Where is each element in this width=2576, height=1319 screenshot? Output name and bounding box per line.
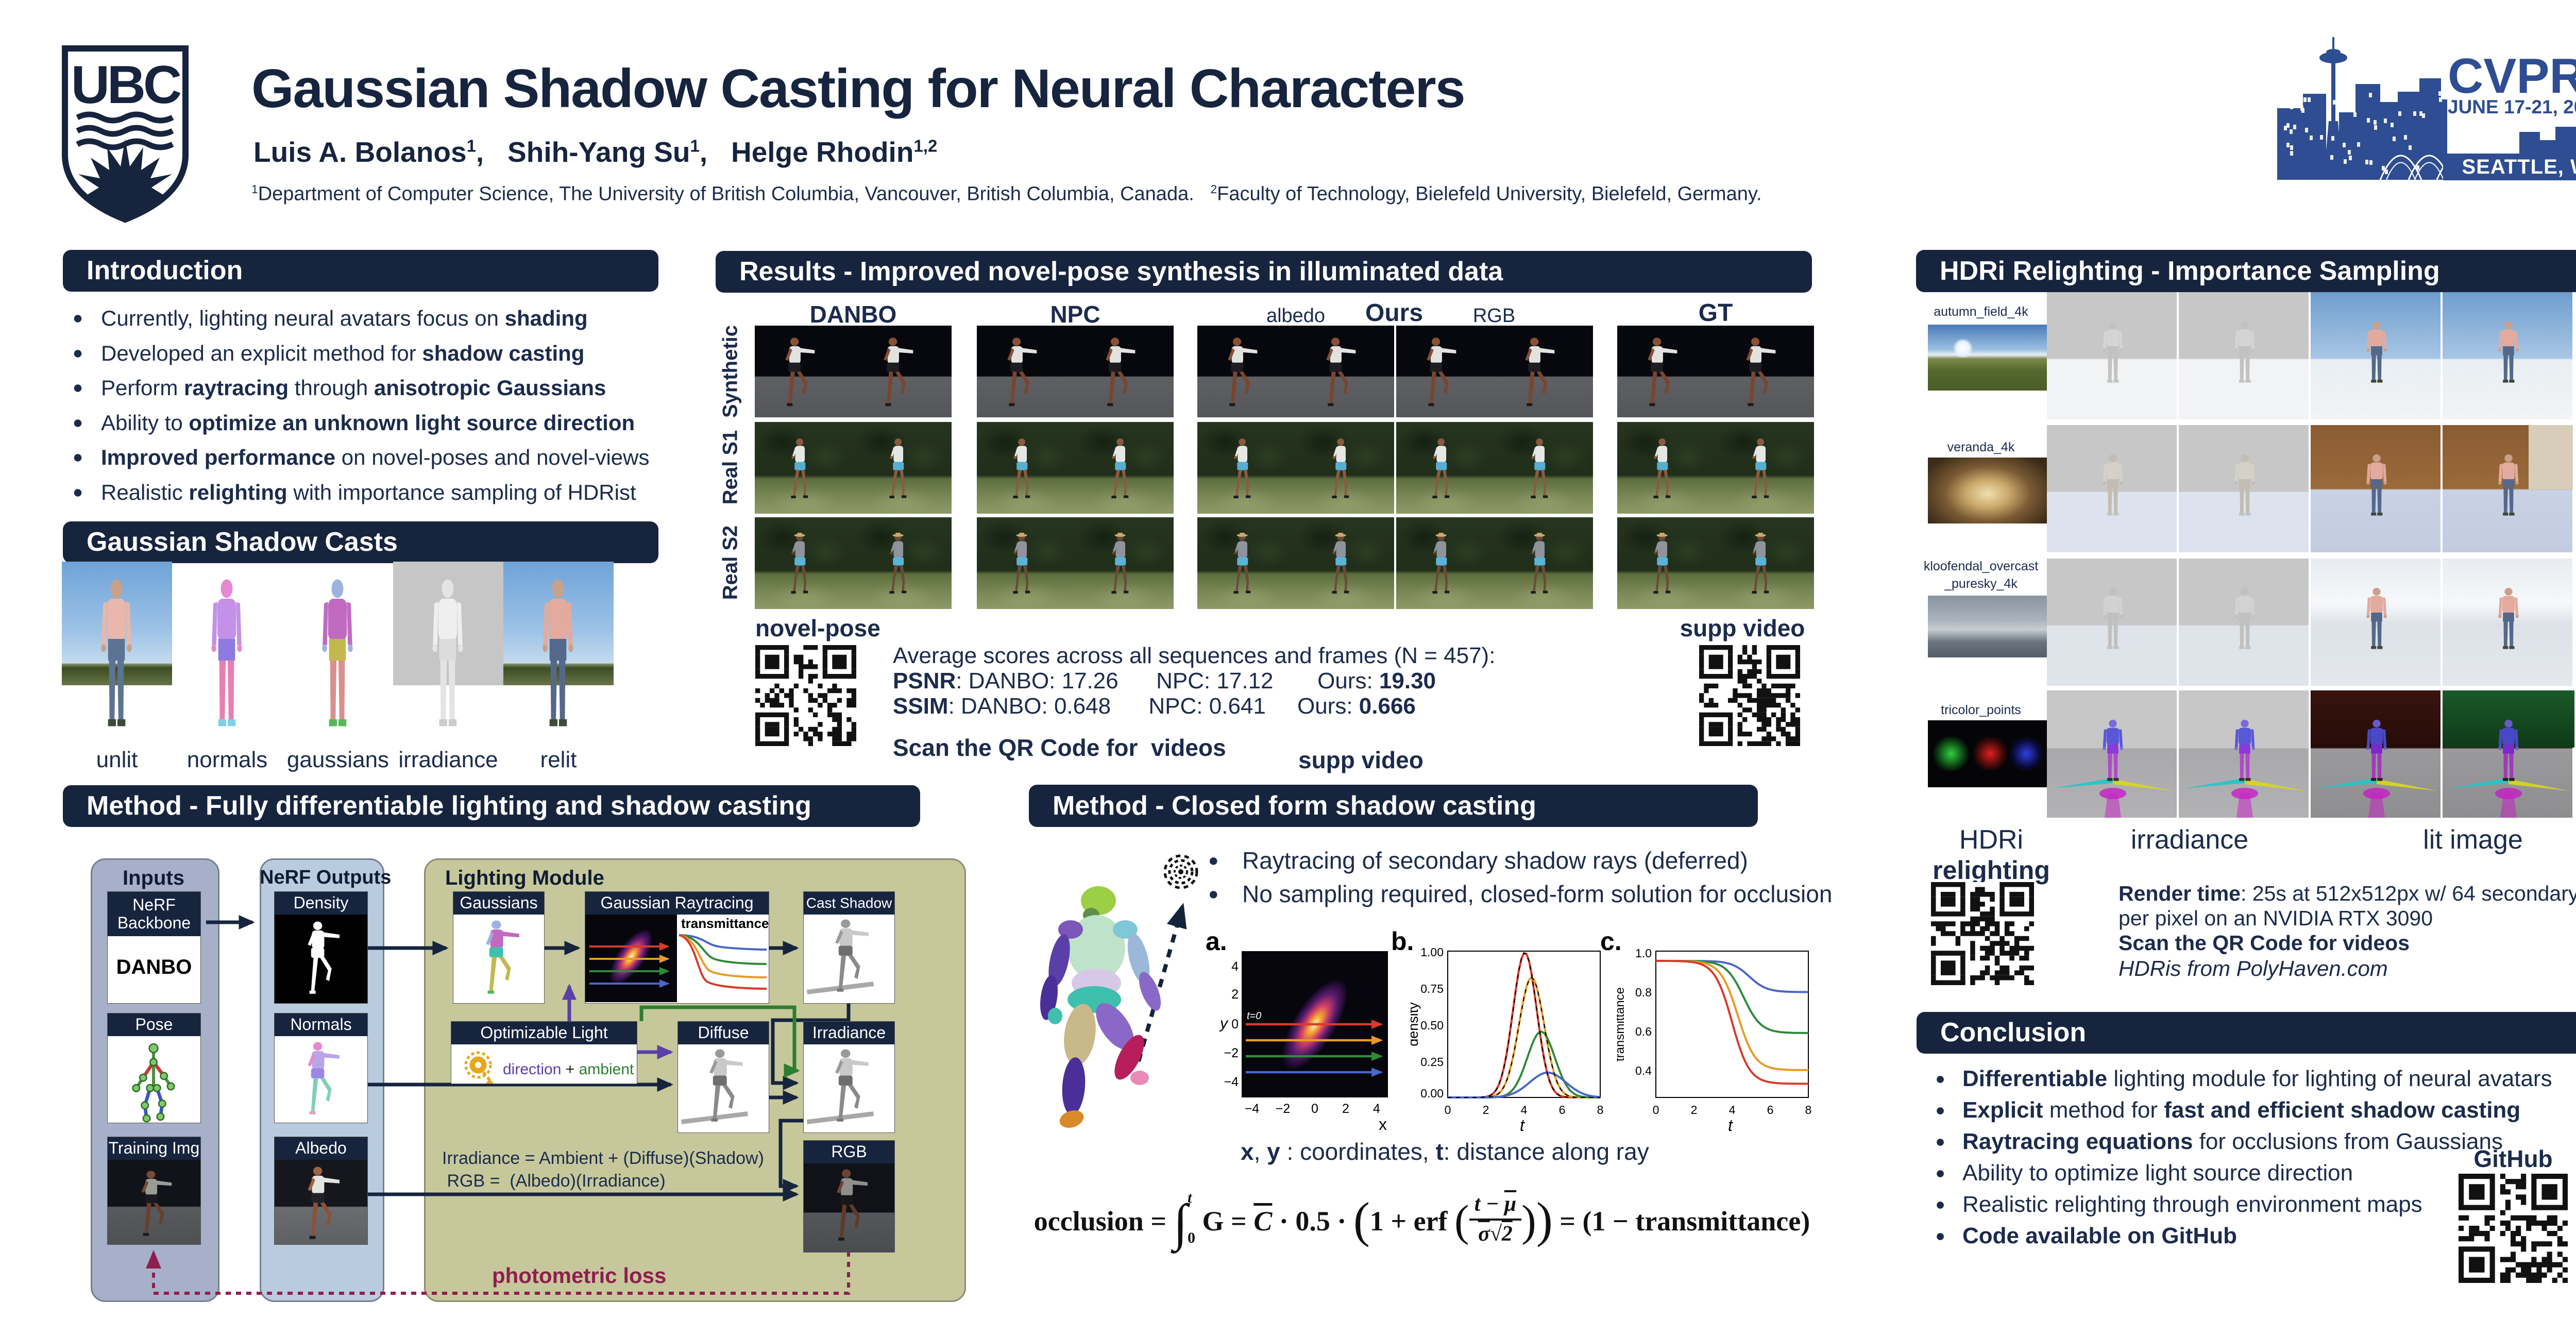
svg-text:−2: −2 [1224,1046,1239,1060]
svg-text:2: 2 [1483,1103,1489,1117]
svg-text:2: 2 [1342,1102,1349,1116]
svg-text:0.25: 0.25 [1420,1055,1444,1069]
svg-text:8: 8 [1597,1103,1604,1117]
svg-text:y: y [1219,1015,1229,1032]
svg-text:1.00: 1.00 [1420,947,1444,959]
svg-text:1.0: 1.0 [1635,947,1652,960]
svg-text:0: 0 [1311,1102,1318,1116]
svg-text:0: 0 [1231,1017,1239,1031]
svg-text:density: density [1411,1002,1421,1046]
svg-text:CVPR: CVPR [2448,48,2576,104]
svg-text:4: 4 [1373,1102,1380,1116]
svg-text:0.00: 0.00 [1420,1087,1444,1100]
svg-text:t=0: t=0 [1247,1010,1261,1022]
svg-text:6: 6 [1767,1103,1774,1117]
svg-text:SEATTLE, WA: SEATTLE, WA [2462,156,2576,178]
svg-text:−4: −4 [1245,1102,1260,1116]
svg-text:2: 2 [1231,987,1239,1002]
svg-text:0: 0 [1653,1103,1659,1117]
svg-text:0.4: 0.4 [1635,1064,1652,1077]
svg-text:8: 8 [1805,1103,1812,1117]
svg-text:2: 2 [1691,1103,1698,1117]
svg-text:4: 4 [1521,1103,1528,1117]
svg-text:4: 4 [1231,959,1239,974]
svg-text:0: 0 [1445,1103,1451,1117]
svg-text:0.75: 0.75 [1420,982,1444,995]
svg-text:4: 4 [1729,1103,1736,1117]
svg-text:6: 6 [1559,1103,1566,1117]
svg-text:UBC: UBC [71,55,181,115]
svg-text:0.8: 0.8 [1635,986,1652,999]
svg-text:0.50: 0.50 [1420,1019,1444,1032]
svg-text:transmittance: transmittance [1617,987,1627,1061]
svg-text:−4: −4 [1224,1075,1239,1089]
svg-text:0.6: 0.6 [1635,1025,1652,1038]
svg-text:−2: −2 [1276,1102,1291,1116]
